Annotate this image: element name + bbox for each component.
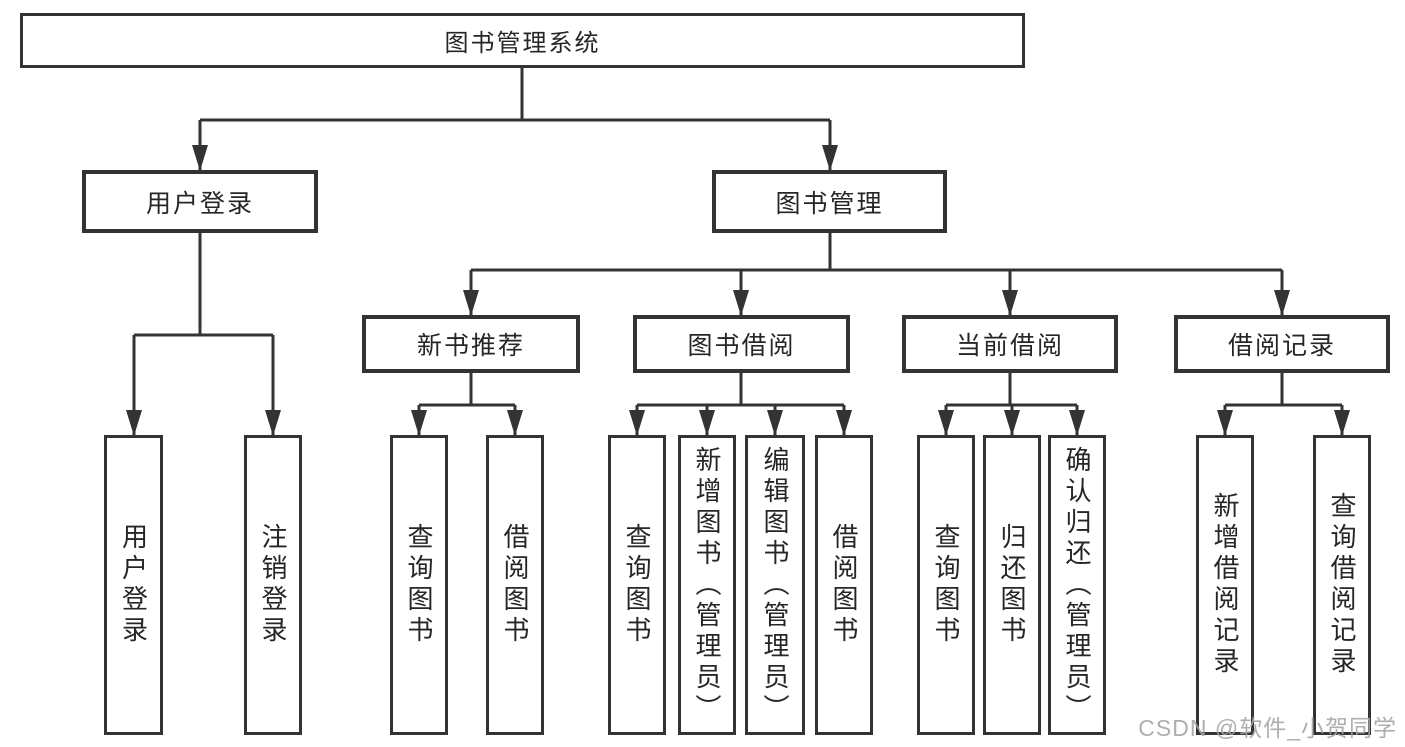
node-borrow-records: 借阅记录 <box>1174 315 1390 373</box>
leaf-nb-borrow-book: 借阅图书 <box>486 435 544 735</box>
node-new-book-recommend: 新书推荐 <box>362 315 580 373</box>
leaf-user-login: 用户登录 <box>104 435 163 735</box>
leaf-logout: 注销登录 <box>244 435 302 735</box>
node-book-management: 图书管理 <box>712 170 947 233</box>
node-book-borrow: 图书借阅 <box>633 315 850 373</box>
leaf-br-query-record: 查询借阅记录 <box>1313 435 1371 735</box>
leaf-bb-query-book: 查询图书 <box>608 435 666 735</box>
leaf-nb-query-book: 查询图书 <box>390 435 448 735</box>
leaf-br-add-record: 新增借阅记录 <box>1196 435 1254 735</box>
leaf-cb-confirm-return-admin: 确认归还（管理员） <box>1048 435 1106 735</box>
node-current-borrow: 当前借阅 <box>902 315 1118 373</box>
watermark: CSDN @软件_小贺同学 <box>1138 715 1397 741</box>
leaf-bb-add-book-admin: 新增图书（管理员） <box>678 435 736 735</box>
leaf-cb-query-book: 查询图书 <box>917 435 975 735</box>
leaf-bb-edit-book-admin: 编辑图书（管理员） <box>745 435 805 735</box>
leaf-bb-borrow-book: 借阅图书 <box>815 435 873 735</box>
leaf-cb-return-book: 归还图书 <box>983 435 1041 735</box>
node-root: 图书管理系统 <box>20 13 1025 68</box>
node-user-login: 用户登录 <box>82 170 318 233</box>
